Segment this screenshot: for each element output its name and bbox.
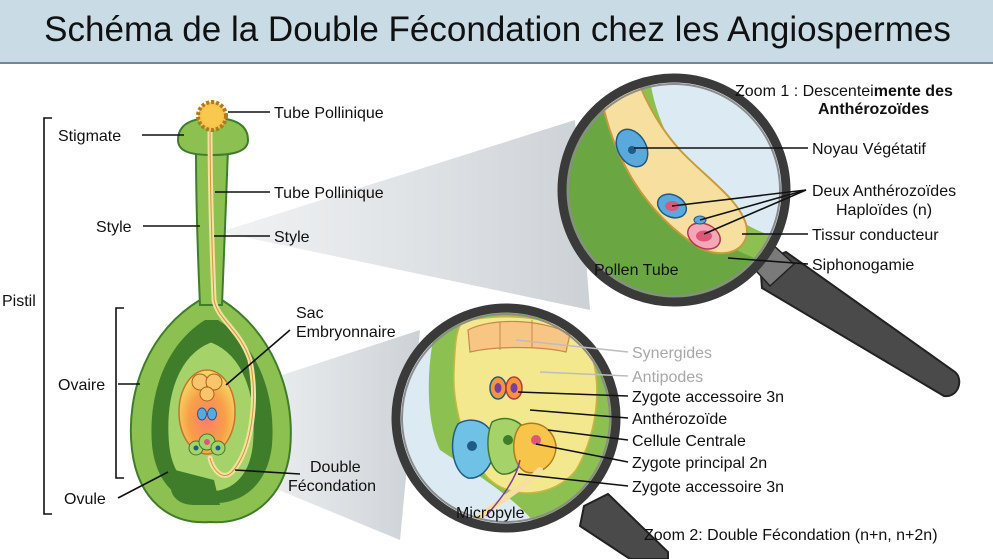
- pollen-grain-core: [202, 106, 222, 126]
- label-stigmate: Stigmate: [58, 128, 121, 145]
- antipode-cell: [205, 373, 223, 391]
- zoom1-sperm-nucleus: [696, 230, 712, 242]
- antipode-cell: [199, 386, 215, 402]
- leader-line: [671, 189, 807, 207]
- label-ovule: Ovule: [64, 491, 106, 508]
- page-title: Schéma de la Double Fécondation chez les…: [44, 10, 951, 49]
- zoom1-beam: [220, 120, 590, 310]
- label-zygote-principal: Zygote principal 2n: [632, 455, 767, 472]
- label-antherozoide: Anthérozoïde: [632, 411, 727, 428]
- polar-nucleus: [197, 407, 207, 421]
- zoom2-sperm-path: [485, 459, 521, 517]
- zoom2-antipodes: [467, 320, 571, 353]
- zoom2-lens-frame: [391, 303, 621, 533]
- leader-line: [517, 473, 629, 487]
- polar-nucleus: [207, 407, 217, 421]
- leader-line: [539, 371, 629, 377]
- funiculus: [170, 470, 220, 505]
- leader-line: [529, 409, 629, 419]
- pollen-tube-outline: [209, 119, 254, 476]
- leader-line: [727, 257, 809, 265]
- label-style-left: Style: [96, 219, 132, 236]
- label-double-line2: Fécondation: [288, 478, 376, 495]
- nucleus-dot: [204, 439, 210, 445]
- label-synergides: Synergides: [632, 345, 712, 362]
- label-sac-line1: Sac: [296, 305, 324, 322]
- label-zygote-accessoire-2: Zygote accessoire 3n: [632, 479, 784, 496]
- label-zygote-accessoire-1: Zygote accessoire 3n: [632, 389, 784, 406]
- leader-line: [234, 469, 301, 475]
- label-deux-antherozoides-1: Deux Anthérozoïdes: [812, 183, 956, 200]
- leader-line: [703, 189, 807, 235]
- leader-line: [225, 329, 291, 386]
- label-noyau-vegetatif: Noyau Végétatif: [812, 141, 926, 158]
- nucleus-dot: [510, 383, 518, 393]
- embryo-sac: [178, 369, 236, 455]
- pistil-bracket: [43, 117, 52, 515]
- zoom1-magnifier: [557, 73, 961, 398]
- label-tube-pollinique-top: Tube Pollinique: [274, 105, 384, 122]
- zoom2-magnifier: [391, 303, 669, 559]
- label-sac-line2: Embryonnaire: [296, 324, 396, 341]
- zoom2-caption: Zoom 2: Double Fécondation (n+n, n+2n): [644, 527, 938, 544]
- zoom1-pollen-tube: [598, 84, 748, 255]
- leader-line: [517, 391, 629, 397]
- label-ovaire: Ovaire: [58, 377, 105, 394]
- nucleus-dot: [193, 445, 199, 451]
- zoom2-central-cell: [513, 422, 557, 474]
- leader-line: [535, 443, 629, 463]
- nucleus-dot: [215, 445, 221, 451]
- leader-line: [117, 471, 169, 499]
- leader-line: [547, 429, 629, 441]
- zoom1-handle: [758, 250, 961, 398]
- zoom1-caption: Zoom 1 : Descenteimente des: [735, 83, 953, 100]
- leader-line: [699, 189, 807, 221]
- title-bar: Schéma de la Double Fécondation chez les…: [0, 0, 993, 64]
- zoom2-lens-rim: [401, 313, 611, 523]
- zoom1-lens-rim: [567, 83, 781, 297]
- label-tissu-conducteur: Tissur conducteur: [812, 227, 939, 244]
- label-pistil: Pistil: [2, 293, 36, 310]
- zoom1-caption-bold: mente des: [874, 83, 953, 100]
- label-double-line1: Double: [310, 459, 361, 476]
- pistil-drawing: [129, 100, 292, 524]
- label-tube-pollinique: Tube Pollinique: [274, 185, 384, 202]
- zoom1-caption-normal: Zoom 1 : Descentei: [735, 83, 874, 100]
- label-antipodes: Antipodes: [632, 369, 703, 386]
- zoom2-handle: [578, 492, 669, 559]
- label-siphonogamie: Siphonogamie: [812, 257, 914, 274]
- zoom1-lens-frame: [557, 73, 791, 307]
- nucleus-dot: [467, 441, 477, 451]
- label-deux-antherozoides-2: Haploïdes (n): [836, 202, 932, 219]
- label-cellule-centrale: Cellule Centrale: [632, 433, 746, 450]
- label-micropyle: Micropyle: [456, 505, 525, 522]
- label-style-right: Style: [274, 229, 310, 246]
- label-pollen-tube: Pollen Tube: [594, 262, 679, 279]
- zoom1-caption-line2: Anthérozoïdes: [818, 101, 929, 118]
- ovary-bracket: [115, 307, 124, 479]
- nucleus-dot: [503, 435, 513, 445]
- nucleus-dot: [531, 435, 541, 445]
- nucleus-dot: [494, 383, 502, 393]
- leader-line: [515, 339, 629, 353]
